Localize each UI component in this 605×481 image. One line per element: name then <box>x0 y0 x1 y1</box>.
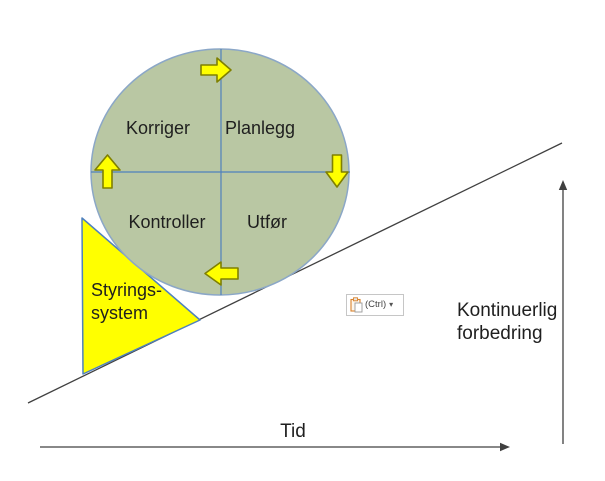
rotate-right-arrow-icon <box>200 57 232 83</box>
quadrant-label-utfor: Utfør <box>247 212 287 232</box>
time-axis-label: Tid <box>280 421 306 442</box>
improvement-axis-arrowhead-icon <box>558 180 568 190</box>
rotate-down-arrow-icon <box>325 154 349 188</box>
improvement-label: Kontinuerlig forbedring <box>457 299 557 345</box>
wedge-label: Styrings- system <box>91 279 162 325</box>
paste-options-button[interactable]: (Ctrl) ▾ <box>346 294 404 316</box>
quadrant-label-korriger: Korriger <box>125 118 191 138</box>
rotate-up-arrow-icon <box>94 154 121 189</box>
improvement-label-line1: Kontinuerlig <box>457 300 558 321</box>
improvement-label-line2: forbedring <box>457 323 543 344</box>
time-axis-arrowhead-icon <box>500 442 510 452</box>
wedge-label-line2: system <box>91 303 149 323</box>
quadrant-label-planlegg: Planlegg <box>224 118 296 138</box>
wedge-label-line1: Styrings- <box>91 280 163 300</box>
chevron-down-icon: ▾ <box>389 300 394 309</box>
rotate-left-arrow-icon <box>204 261 239 286</box>
clipboard-paste-icon <box>350 297 363 313</box>
paste-options-label: (Ctrl) <box>365 299 387 311</box>
quadrant-label-kontroller: Kontroller <box>128 212 206 232</box>
